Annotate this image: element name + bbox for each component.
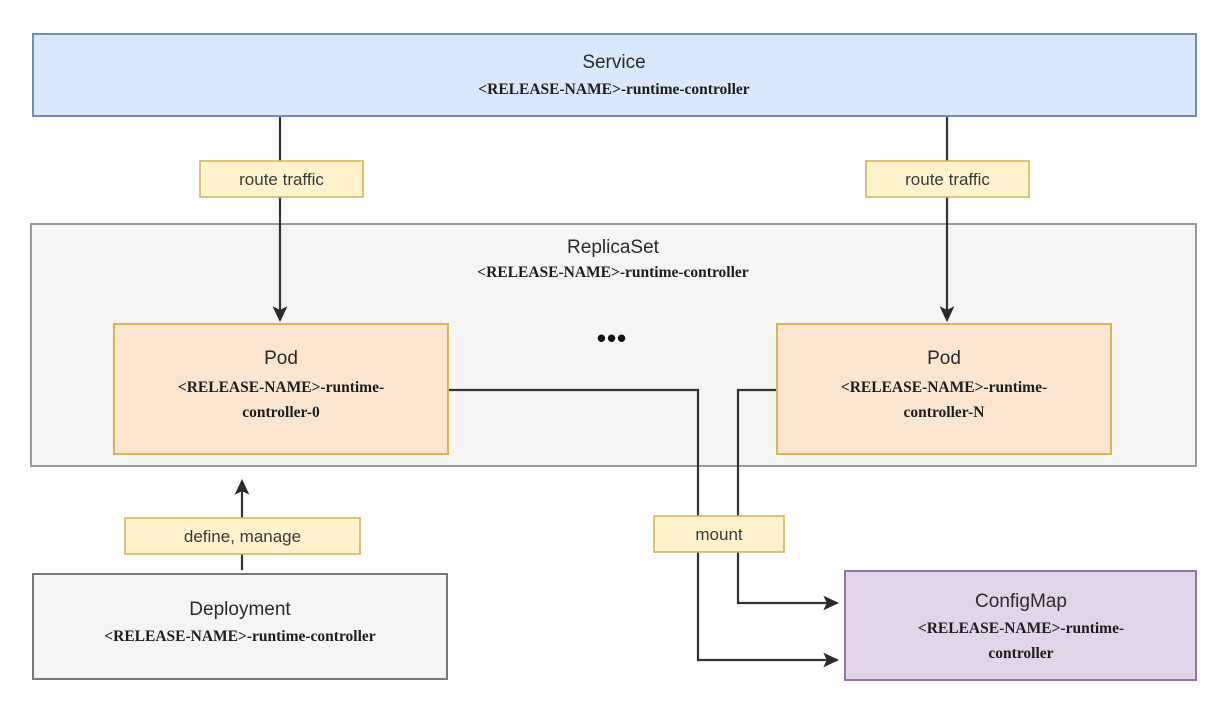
route-traffic-left-label: route traffic	[239, 170, 324, 189]
configmap-subtitle-line2: controller	[988, 645, 1053, 662]
route-traffic-right-label: route traffic	[905, 170, 990, 189]
edge-label-route-traffic-left[interactable]: route traffic	[199, 160, 364, 198]
pod-0-subtitle-line2: controller-0	[242, 404, 320, 421]
service-box[interactable]	[32, 33, 1197, 117]
mount-label: mount	[695, 525, 743, 544]
pod-n-subtitle-line2: controller-N	[904, 404, 985, 421]
deployment-subtitle: <RELEASE-NAME>-runtime-controller	[104, 628, 375, 645]
node-pod-0[interactable]: Pod <RELEASE-NAME>-runtime- controller-0	[113, 323, 449, 455]
node-pod-n[interactable]: Pod <RELEASE-NAME>-runtime- controller-N	[776, 323, 1112, 455]
define-manage-chip[interactable]	[124, 517, 361, 555]
edge-pod-n-to-configmap	[736, 388, 840, 611]
service-title: Service	[582, 52, 645, 73]
pod-n-box[interactable]	[776, 323, 1112, 455]
pod-0-subtitle-line1: <RELEASE-NAME>-runtime-	[178, 379, 384, 396]
deployment-box[interactable]	[32, 573, 448, 680]
replicaset-title: ReplicaSet	[567, 237, 660, 258]
edge-label-mount[interactable]: mount	[653, 515, 785, 553]
service-subtitle: <RELEASE-NAME>-runtime-controller	[478, 81, 749, 98]
pods-ellipsis: •••	[597, 323, 627, 353]
edge-label-define-manage[interactable]: define, manage	[124, 517, 361, 555]
pod-0-title: Pod	[264, 348, 298, 369]
define-manage-label: define, manage	[184, 527, 301, 546]
node-service[interactable]: Service <RELEASE-NAME>-runtime-controlle…	[32, 33, 1197, 117]
replicaset-subtitle: <RELEASE-NAME>-runtime-controller	[477, 264, 748, 281]
pod-0-box[interactable]	[113, 323, 449, 455]
configmap-title: ConfigMap	[975, 591, 1067, 612]
configmap-subtitle-line1: <RELEASE-NAME>-runtime-	[918, 620, 1124, 637]
pod-n-title: Pod	[927, 348, 961, 369]
deployment-title: Deployment	[189, 599, 291, 620]
configmap-box[interactable]	[844, 570, 1197, 681]
node-configmap[interactable]: ConfigMap <RELEASE-NAME>-runtime- contro…	[844, 570, 1197, 681]
mount-chip[interactable]	[653, 515, 785, 553]
route-traffic-left-chip[interactable]	[199, 160, 364, 198]
pod-n-subtitle-line1: <RELEASE-NAME>-runtime-	[841, 379, 1047, 396]
node-deployment[interactable]: Deployment <RELEASE-NAME>-runtime-contro…	[32, 573, 448, 680]
edge-label-route-traffic-right[interactable]: route traffic	[865, 160, 1030, 198]
route-traffic-right-chip[interactable]	[865, 160, 1030, 198]
